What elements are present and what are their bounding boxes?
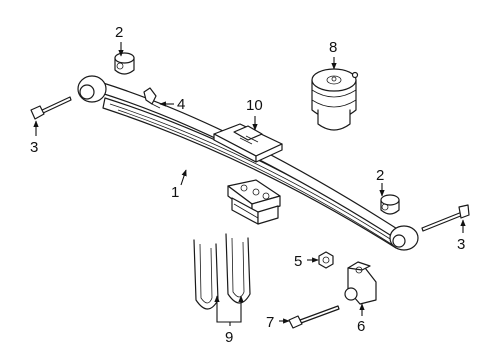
shackle xyxy=(344,261,377,305)
spacer-plate xyxy=(213,123,283,163)
callout-8: 8 xyxy=(329,39,337,56)
callout-labels: 2 3 4 10 8 1 2 3 5 6 7 9 xyxy=(30,24,465,346)
bushing-right xyxy=(380,194,400,215)
leader-lines xyxy=(33,42,466,326)
bolt-bottom xyxy=(288,305,340,329)
u-bolts xyxy=(193,233,251,310)
callout-3-left: 3 xyxy=(30,139,38,156)
callout-2-right: 2 xyxy=(376,167,384,184)
callout-9: 9 xyxy=(225,329,233,346)
leaf-spring xyxy=(77,75,419,251)
callout-2-top: 2 xyxy=(115,24,123,41)
bolt-right xyxy=(421,204,470,232)
nut xyxy=(318,251,334,269)
bolt-left xyxy=(30,96,72,120)
callout-1: 1 xyxy=(171,184,179,201)
callout-3-right: 3 xyxy=(457,236,465,253)
callout-5: 5 xyxy=(294,253,302,270)
callout-4: 4 xyxy=(177,96,185,113)
callout-7: 7 xyxy=(266,314,274,331)
bushing-top xyxy=(114,52,135,75)
callout-10: 10 xyxy=(246,97,263,114)
air-spring xyxy=(311,68,359,131)
callout-6: 6 xyxy=(357,318,365,335)
spring-clip xyxy=(143,87,161,109)
